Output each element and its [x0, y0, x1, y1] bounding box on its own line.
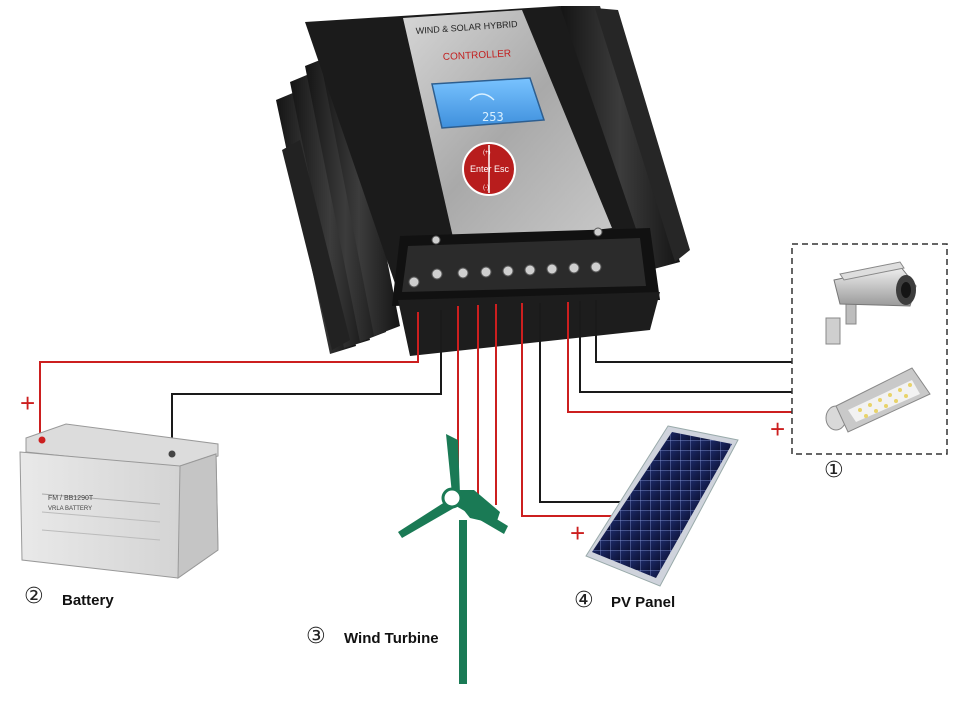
- pv-panel-icon: [585, 425, 739, 587]
- turbine-blade-left: [398, 500, 454, 538]
- pv-positive-wire: [521, 303, 615, 517]
- polarity-markers: + + +: [20, 388, 785, 548]
- battery-subtitle-text: VRLA BATTERY: [48, 506, 92, 512]
- pv-marker: ④: [574, 588, 594, 613]
- battery-negative-wire: [171, 310, 442, 450]
- wind-marker: ③: [306, 624, 326, 649]
- charge-controller: WIND & SOLAR HYBRID CONTROLLER 253 Enter…: [276, 6, 690, 356]
- pv-plus-sign: +: [570, 518, 585, 548]
- up-arrow[interactable]: (+): [483, 150, 491, 156]
- pv-panel-label: PV Panel: [611, 594, 676, 611]
- lcd-icon: [469, 93, 495, 101]
- load-dashed-box: [791, 243, 948, 455]
- lcd-reading: 253: [482, 110, 504, 124]
- load-positive-wire: [567, 302, 792, 413]
- terminal-screws: [408, 227, 603, 288]
- button-cluster: [462, 142, 516, 196]
- down-arrow[interactable]: (-): [483, 185, 489, 191]
- turbine-tower: [459, 520, 467, 684]
- wind-turbine-label: Wind Turbine: [344, 630, 439, 647]
- wind-turbine-icon: [398, 434, 508, 684]
- wires: [39, 300, 792, 517]
- load-group: [791, 243, 948, 455]
- battery-marker: ②: [24, 584, 44, 609]
- pv-negative-wire: [539, 303, 628, 503]
- face-plate: [403, 10, 612, 246]
- heat-sink-fins: [276, 40, 400, 354]
- led-lamp-icon: [825, 367, 931, 433]
- turbine-hub: [441, 487, 463, 509]
- battery-model-text: FM / BB1290T: [48, 495, 94, 502]
- enter-button[interactable]: Enter: [470, 164, 492, 174]
- turbine-blade-up: [446, 434, 460, 494]
- battery-positive-wire: [39, 312, 419, 438]
- esc-button[interactable]: Esc: [494, 164, 510, 174]
- load-negative-wire-2: [595, 300, 792, 363]
- model-text: CONTROLLER: [443, 48, 512, 63]
- lcd-display: [431, 77, 546, 129]
- battery-icon: [19, 423, 219, 579]
- turbine-blade-right: [456, 498, 508, 534]
- battery-plus-sign: +: [20, 388, 35, 418]
- camera-icon: [825, 261, 917, 345]
- battery-label: Battery: [62, 592, 114, 609]
- load-plus-sign: +: [770, 414, 785, 444]
- load-negative-wire-1: [579, 301, 792, 393]
- load-marker: ①: [824, 458, 844, 483]
